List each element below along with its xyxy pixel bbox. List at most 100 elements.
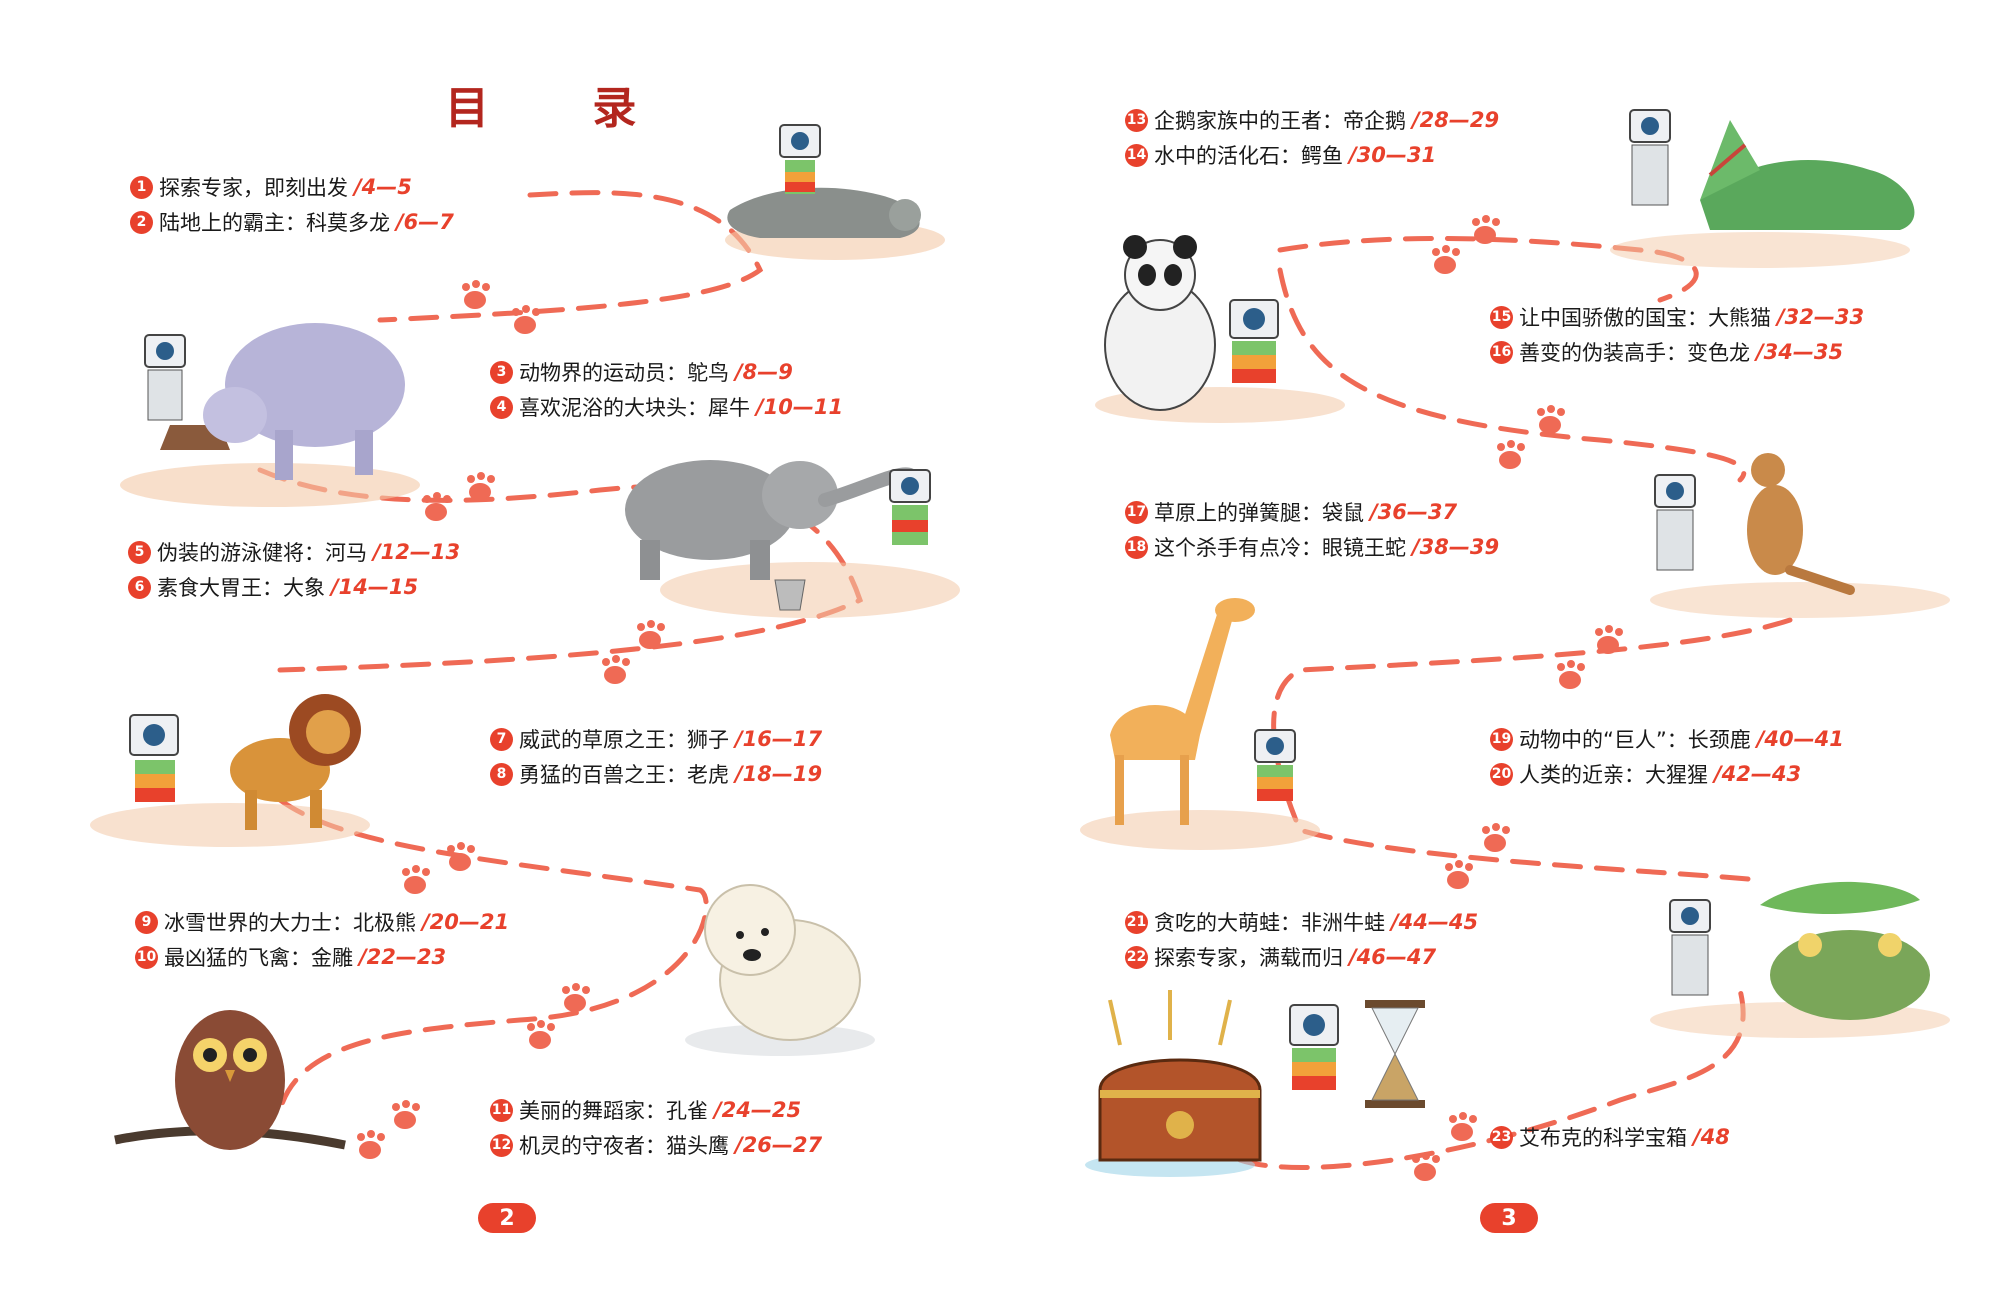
entry-number-badge: 23 (1490, 1125, 1513, 1149)
entry-title: 威武的草原之王：狮子 (519, 728, 729, 752)
toc-entry[interactable]: 19 动物中的“巨人”：长颈鹿 /40—41 (1490, 722, 1844, 756)
entry-number-badge: 16 (1490, 340, 1513, 364)
toc-entry[interactable]: 6 素食大胃王：大象 /14—15 (128, 570, 418, 604)
entry-title: 动物界的运动员：鸵鸟 (519, 361, 729, 385)
toc-entry[interactable]: 7 威武的草原之王：狮子 /16—17 (490, 722, 822, 756)
entry-title: 善变的伪装高手：变色龙 (1519, 341, 1750, 365)
entry-number-badge: 3 (490, 360, 513, 384)
entry-title: 冰雪世界的大力士：北极熊 (164, 911, 416, 935)
toc-entry[interactable]: 13 企鹅家族中的王者：帝企鹅 /28—29 (1125, 103, 1499, 137)
toc-entry[interactable]: 3 动物界的运动员：鸵鸟 /8—9 (490, 355, 793, 389)
entry-title: 伪装的游泳健将：河马 (157, 541, 367, 565)
entry-page: /18—19 (735, 762, 823, 786)
toc-entry[interactable]: 22 探索专家，满载而归 /46—47 (1125, 940, 1436, 974)
toc-entry[interactable]: 5 伪装的游泳健将：河马 /12—13 (128, 535, 460, 569)
page-number-left: 2 (478, 1203, 536, 1233)
entry-number-badge: 14 (1125, 143, 1148, 167)
toc-entry[interactable]: 1 探索专家，即刻出发 /4—5 (130, 170, 412, 204)
lion-illustration (80, 660, 400, 850)
entry-number-badge: 12 (490, 1133, 513, 1157)
entry-page: /24—25 (714, 1098, 802, 1122)
entry-title: 这个杀手有点冷：眼镜王蛇 (1154, 536, 1406, 560)
entry-page: /38—39 (1412, 535, 1500, 559)
toc-entry[interactable]: 9 冰雪世界的大力士：北极熊 /20—21 (135, 905, 509, 939)
panda-illustration (1090, 225, 1350, 425)
entry-title: 动物中的“巨人”：长颈鹿 (1519, 728, 1751, 752)
entry-number-badge: 4 (490, 395, 513, 419)
entry-number-badge: 8 (490, 762, 513, 786)
entry-page: /10—11 (756, 395, 844, 419)
entry-number-badge: 11 (490, 1098, 513, 1122)
entry-page: /12—13 (373, 540, 461, 564)
entry-number-badge: 20 (1490, 762, 1513, 786)
polar-bear-illustration (680, 860, 880, 1060)
entry-number-badge: 17 (1125, 500, 1148, 524)
bullfrog-illustration (1640, 870, 1970, 1040)
toc-entry[interactable]: 4 喜欢泥浴的大块头：犀牛 /10—11 (490, 390, 843, 424)
entry-page: /48 (1693, 1125, 1730, 1149)
toc-entry[interactable]: 10 最凶猛的飞禽：金雕 /22—23 (135, 940, 446, 974)
right-page: 13 企鹅家族中的王者：帝企鹅 /28—29 14 水中的活化石：鳄鱼 /30—… (1000, 0, 2000, 1295)
entry-page: /40—41 (1756, 727, 1844, 751)
entry-number-badge: 13 (1125, 108, 1148, 132)
entry-page: /4—5 (354, 175, 412, 199)
toc-entry[interactable]: 11 美丽的舞蹈家：孔雀 /24—25 (490, 1093, 801, 1127)
page-number-right: 3 (1480, 1203, 1538, 1233)
page-title: 目 录 (445, 83, 681, 134)
toc-entry[interactable]: 14 水中的活化石：鳄鱼 /30—31 (1125, 138, 1436, 172)
crocodile-illustration (1610, 80, 1940, 270)
entry-number-badge: 10 (135, 945, 158, 969)
toc-entry[interactable]: 8 勇猛的百兽之王：老虎 /18—19 (490, 757, 822, 791)
komodo-dragon-illustration (700, 120, 950, 270)
entry-number-badge: 19 (1490, 727, 1513, 751)
toc-entry[interactable]: 17 草原上的弹簧腿：袋鼠 /36—37 (1125, 495, 1457, 529)
entry-page: /20—21 (422, 910, 510, 934)
entry-page: /16—17 (735, 727, 823, 751)
entry-number-badge: 2 (130, 210, 153, 234)
entry-page: /42—43 (1714, 762, 1802, 786)
entry-page: /30—31 (1349, 143, 1437, 167)
entry-page: /28—29 (1412, 108, 1500, 132)
entry-page: /34—35 (1756, 340, 1844, 364)
elephant-illustration (600, 440, 960, 630)
entry-title: 机灵的守夜者：猫头鹰 (519, 1134, 729, 1158)
entry-number-badge: 9 (135, 910, 158, 934)
entry-number-badge: 5 (128, 540, 151, 564)
toc-entry[interactable]: 21 贪吃的大萌蛙：非洲牛蛙 /44—45 (1125, 905, 1478, 939)
entry-title: 探索专家，满载而归 (1154, 946, 1343, 970)
entry-title: 探索专家，即刻出发 (159, 176, 348, 200)
kangaroo-illustration (1640, 440, 1970, 620)
hippo-illustration (100, 300, 420, 510)
entry-number-badge: 1 (130, 175, 153, 199)
entry-page: /14—15 (331, 575, 419, 599)
entry-number-badge: 22 (1125, 945, 1148, 969)
toc-entry[interactable]: 2 陆地上的霸主：科莫多龙 /6—7 (130, 205, 454, 239)
entry-title: 贪吃的大萌蛙：非洲牛蛙 (1154, 911, 1385, 935)
entry-title: 人类的近亲：大猩猩 (1519, 763, 1708, 787)
toc-entry[interactable]: 20 人类的近亲：大猩猩 /42—43 (1490, 757, 1801, 791)
entry-title: 美丽的舞蹈家：孔雀 (519, 1099, 708, 1123)
toc-entry[interactable]: 12 机灵的守夜者：猫头鹰 /26—27 (490, 1128, 822, 1162)
entry-page: /36—37 (1370, 500, 1458, 524)
entry-title: 陆地上的霸主：科莫多龙 (159, 211, 390, 235)
entry-title: 素食大胃王：大象 (157, 576, 325, 600)
entry-page: /44—45 (1391, 910, 1479, 934)
entry-page: /22—23 (359, 945, 447, 969)
entry-number-badge: 7 (490, 727, 513, 751)
toc-entry[interactable]: 18 这个杀手有点冷：眼镜王蛇 /38—39 (1125, 530, 1499, 564)
entry-number-badge: 15 (1490, 305, 1513, 329)
left-page: 目 录 1 探索专家，即刻出发 /4—5 2 陆地上的霸主：科莫多龙 /6—7 (80, 83, 960, 1233)
toc-entry[interactable]: 23 艾布克的科学宝箱 /48 (1490, 1120, 1730, 1154)
treasure-chest-illustration (1080, 980, 1440, 1190)
entry-page: /8—9 (735, 360, 793, 384)
entry-page: /46—47 (1349, 945, 1437, 969)
entry-title: 勇猛的百兽之王：老虎 (519, 763, 729, 787)
entry-title: 水中的活化石：鳄鱼 (1154, 144, 1343, 168)
owl-illustration (110, 1010, 350, 1180)
giraffe-illustration (1070, 585, 1350, 855)
entry-title: 企鹅家族中的王者：帝企鹅 (1154, 109, 1406, 133)
toc-entry[interactable]: 16 善变的伪装高手：变色龙 /34—35 (1490, 335, 1843, 369)
entry-title: 喜欢泥浴的大块头：犀牛 (519, 396, 750, 420)
toc-entry[interactable]: 15 让中国骄傲的国宝：大熊猫 /32—33 (1490, 300, 1864, 334)
